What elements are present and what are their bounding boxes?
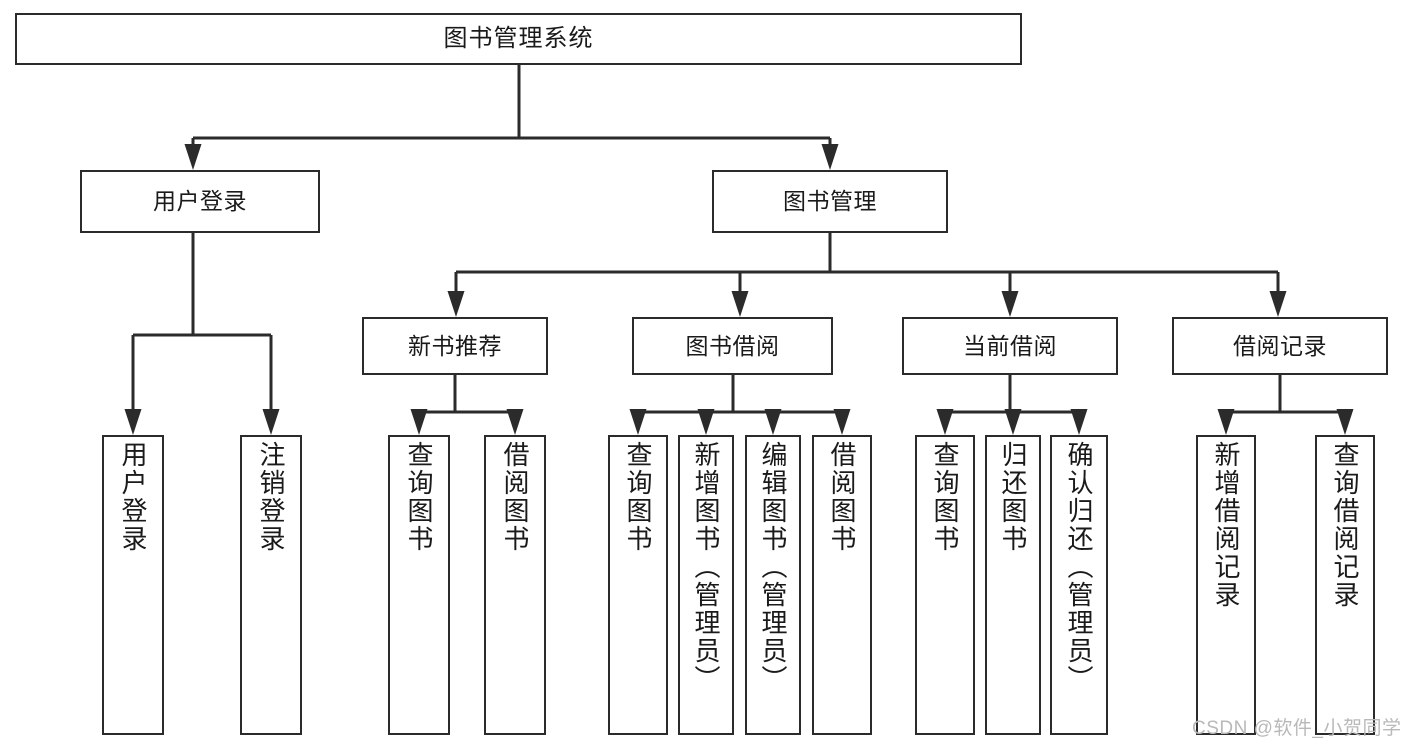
current-borrow-leaf-1-arrowhead [1004, 409, 1022, 435]
root-branch-0-arrowhead [184, 144, 202, 170]
node-user-login-label: 用户登录 [153, 188, 247, 215]
node-root-图书管理系统-label: 图书管理系统 [443, 25, 594, 53]
node-leaf-logout[interactable]: 注销登录 [240, 435, 302, 735]
node-leaf-query-book-rec[interactable]: 查询图书 [388, 435, 450, 735]
node-current-borrow[interactable]: 当前借阅 [902, 317, 1118, 375]
node-book-borrow-label: 图书借阅 [685, 332, 780, 359]
book-borrow-leaf-0-arrowhead [629, 409, 647, 435]
book-manage-branch-2-arrowhead [1001, 291, 1019, 317]
book-borrow-leaf-3-arrowhead [833, 409, 851, 435]
user-login-leaf-1-arrowhead [262, 409, 280, 435]
node-new-book-recommend[interactable]: 新书推荐 [362, 317, 548, 375]
node-leaf-borrow-book-rec[interactable]: 借阅图书 [484, 435, 546, 735]
node-leaf-add-borrow-record[interactable]: 新增借阅记录 [1196, 435, 1256, 735]
book-manage-branch-0-arrowhead [447, 291, 465, 317]
new-book-recommend-leaf-1-arrowhead [506, 409, 524, 435]
node-leaf-edit-book-admin[interactable]: 编辑图书（管理员） [745, 435, 801, 735]
book-borrow-leaf-2-arrowhead [764, 409, 782, 435]
watermark-label: CSDN @软件_小贺同学 [1192, 718, 1402, 739]
current-borrow-leaf-2-arrowhead [1070, 409, 1088, 435]
node-leaf-user-login-label: 用户登录 [118, 441, 148, 553]
node-user-login[interactable]: 用户登录 [80, 170, 320, 233]
node-leaf-query-book-cur[interactable]: 查询图书 [915, 435, 975, 735]
node-current-borrow-label: 当前借阅 [963, 332, 1057, 359]
node-leaf-query-book-bor[interactable]: 查询图书 [608, 435, 668, 735]
node-book-manage-label: 图书管理 [783, 188, 877, 215]
node-leaf-user-login[interactable]: 用户登录 [102, 435, 164, 735]
borrow-record-leaf-1-arrowhead [1336, 409, 1354, 435]
node-root-图书管理系统[interactable]: 图书管理系统 [15, 13, 1022, 65]
node-borrow-record-label: 借阅记录 [1233, 332, 1327, 359]
node-leaf-return-book[interactable]: 归还图书 [985, 435, 1041, 735]
borrow-record-leaf-0-arrowhead [1217, 409, 1235, 435]
node-leaf-query-borrow-record[interactable]: 查询借阅记录 [1315, 435, 1375, 735]
node-leaf-confirm-return-admin-label: 确认归还（管理员） [1064, 441, 1094, 693]
new-book-recommend-leaf-0-arrowhead [410, 409, 428, 435]
node-leaf-add-book-admin-label: 新增图书（管理员） [691, 441, 721, 693]
node-leaf-borrow-book-bor[interactable]: 借阅图书 [812, 435, 872, 735]
book-borrow-leaf-1-arrowhead [697, 409, 715, 435]
node-new-book-recommend-label: 新书推荐 [408, 332, 502, 359]
root-branch-1-arrowhead [821, 144, 839, 170]
node-leaf-query-borrow-record-label: 查询借阅记录 [1330, 441, 1360, 609]
current-borrow-leaf-0-arrowhead [936, 409, 954, 435]
node-leaf-query-book-bor-label: 查询图书 [623, 441, 653, 553]
node-leaf-add-borrow-record-label: 新增借阅记录 [1211, 441, 1241, 609]
node-book-manage[interactable]: 图书管理 [712, 170, 948, 233]
node-leaf-borrow-book-rec-label: 借阅图书 [500, 441, 530, 553]
node-leaf-query-book-cur-label: 查询图书 [930, 441, 960, 553]
node-leaf-logout-label: 注销登录 [256, 441, 286, 553]
node-leaf-add-book-admin[interactable]: 新增图书（管理员） [678, 435, 734, 735]
node-book-borrow[interactable]: 图书借阅 [632, 317, 833, 375]
node-borrow-record[interactable]: 借阅记录 [1172, 317, 1388, 375]
book-manage-branch-1-arrowhead [731, 291, 749, 317]
node-leaf-query-book-rec-label: 查询图书 [404, 441, 434, 553]
node-leaf-borrow-book-bor-label: 借阅图书 [827, 441, 857, 553]
node-leaf-return-book-label: 归还图书 [998, 441, 1028, 553]
node-leaf-confirm-return-admin[interactable]: 确认归还（管理员） [1050, 435, 1108, 735]
node-leaf-edit-book-admin-label: 编辑图书（管理员） [758, 441, 788, 693]
book-manage-branch-3-arrowhead [1269, 291, 1287, 317]
user-login-leaf-0-arrowhead [124, 409, 142, 435]
